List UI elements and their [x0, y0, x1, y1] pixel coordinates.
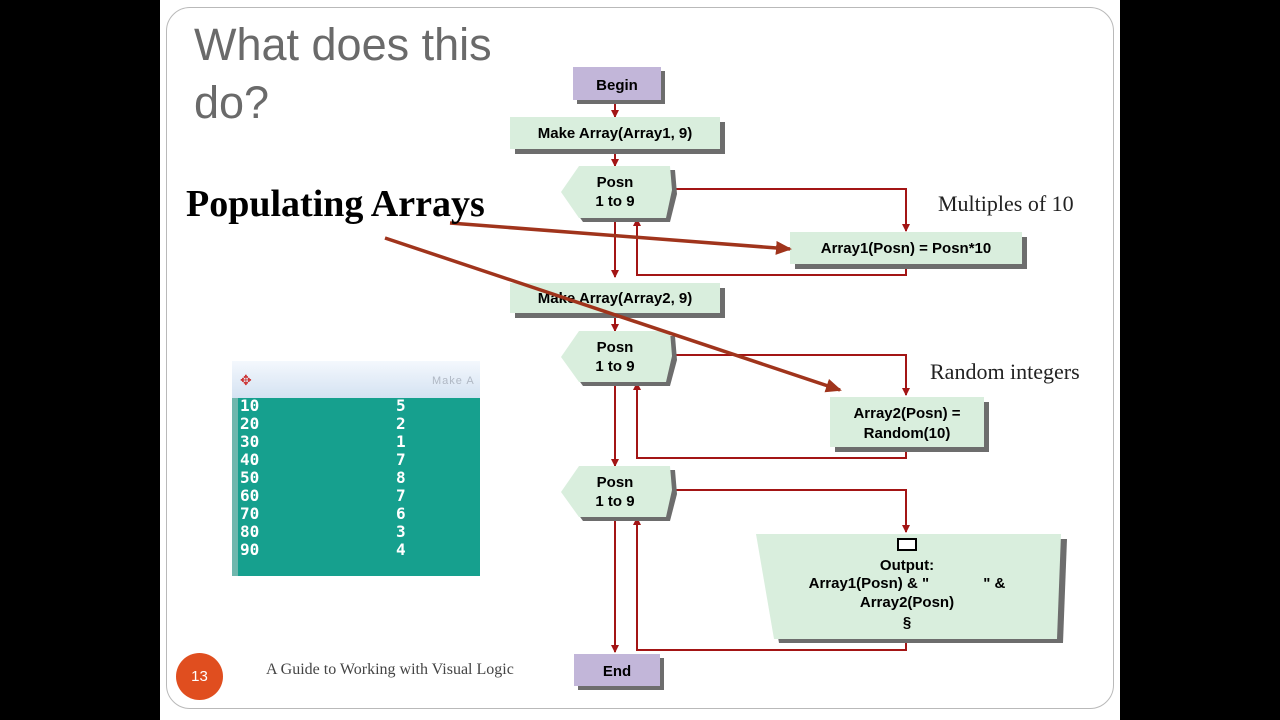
svg-text:Array1(Posn) = Posn*10: Array1(Posn) = Posn*10 [821, 240, 992, 257]
svg-text:1 to 9: 1 to 9 [595, 358, 634, 375]
svg-text:§: § [903, 614, 911, 631]
slide-title: What does this do? [194, 19, 492, 128]
loop1-node: Posn 1 to 9 [561, 166, 677, 222]
assign1-node: Array1(Posn) = Posn*10 [790, 232, 1027, 269]
footer-text: A Guide to Working with Visual Logic [266, 661, 514, 678]
loop2-node: Posn 1 to 9 [561, 331, 677, 386]
note-random: Random integers [930, 359, 1080, 384]
make-array2-node: Make Array(Array2, 9) [510, 283, 725, 318]
svg-text:Output:: Output: [880, 557, 934, 574]
end-node: End [574, 654, 664, 690]
svg-text:Array2(Posn) =: Array2(Posn) = [853, 405, 960, 422]
svg-text:Array2(Posn): Array2(Posn) [860, 594, 954, 611]
page-number-badge: 13 [176, 653, 223, 700]
svg-text:Posn: Posn [597, 339, 634, 356]
svg-text:1 to 9: 1 to 9 [595, 193, 634, 210]
flowchart: Begin Make Array(Array1, 9) Posn 1 to 9 … [384, 67, 1067, 690]
svg-text:Random(10): Random(10) [864, 425, 951, 442]
svg-text:Make Array(Array1, 9): Make Array(Array1, 9) [538, 125, 693, 142]
loop3-node: Posn 1 to 9 [561, 466, 677, 521]
svg-text:Begin: Begin [596, 77, 638, 94]
console-title-bar[interactable]: ✥ Make A [232, 361, 480, 398]
svg-text:1 to 9: 1 to 9 [595, 493, 634, 510]
app-icon: ✥ [240, 372, 252, 388]
output-node: Output: Array1(Posn) & " " & Array2(Posn… [756, 534, 1067, 643]
headline: Populating Arrays [186, 183, 485, 225]
begin-node: Begin [573, 67, 665, 104]
console-left-edge [232, 398, 238, 576]
svg-text:End: End [603, 663, 631, 680]
make-array1-node: Make Array(Array1, 9) [510, 117, 725, 154]
svg-text:Array1(Posn) & " ": Array1(Posn) & " " & [809, 575, 1006, 592]
svg-text:Posn: Posn [597, 474, 634, 491]
console-title: Make A [432, 375, 475, 387]
assign2-node: Array2(Posn) = Random(10) [830, 397, 989, 452]
svg-text:Posn: Posn [597, 174, 634, 191]
annotation-arrows [384, 221, 842, 393]
note-multiples: Multiples of 10 [938, 191, 1074, 216]
output-icon [897, 538, 917, 551]
